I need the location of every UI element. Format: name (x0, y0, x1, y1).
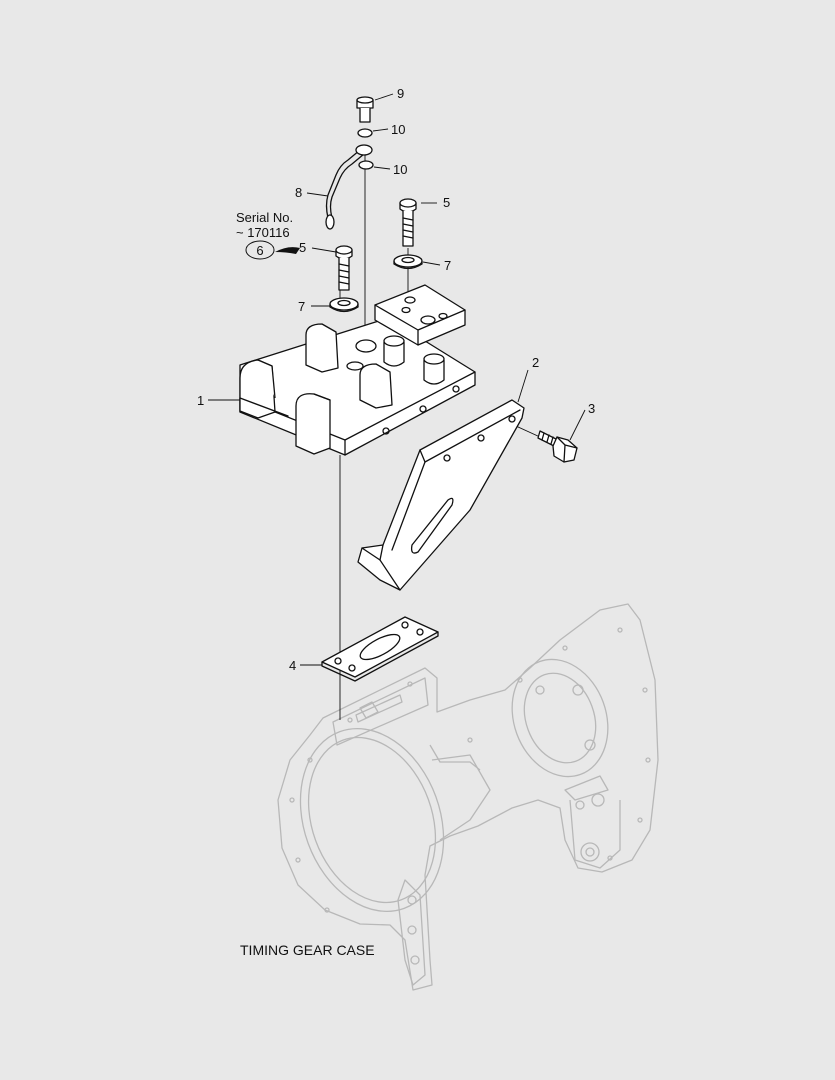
part-4-gasket (321, 616, 439, 682)
diagram-caption: TIMING GEAR CASE (240, 942, 375, 958)
part-5-cap-screw-left (335, 245, 353, 291)
part-5-cap-screw-right (399, 198, 417, 247)
part-7-washer-right (393, 254, 423, 270)
callout-5-left: 5 (299, 240, 306, 255)
part-1-mounting-block (239, 317, 476, 456)
serial-note-line2: ~ 170116 (236, 225, 290, 240)
callout-6-arrow (275, 247, 300, 254)
callout-6: 6 (256, 243, 263, 258)
callout-4: 4 (289, 658, 296, 673)
callout-7-right: 7 (444, 258, 451, 273)
leader-lines (208, 93, 586, 666)
part-6-serial-note (245, 240, 300, 260)
part-9-banjo-bolt (356, 96, 374, 123)
serial-note-line1: Serial No. (236, 210, 293, 225)
callout-5-right: 5 (443, 195, 450, 210)
callout-1: 1 (197, 393, 204, 408)
callout-9: 9 (397, 86, 404, 101)
callout-10-upper: 10 (391, 122, 405, 137)
part-2-support-arm (357, 399, 525, 591)
top-plate (374, 284, 466, 346)
part-10-gasket-lower (358, 160, 374, 170)
callout-3: 3 (588, 401, 595, 416)
callout-6-ellipse (245, 240, 275, 260)
callout-8: 8 (295, 185, 302, 200)
part-7-washer-left (329, 297, 359, 313)
part-8-oil-pipe (325, 144, 373, 230)
part-3-bolt (537, 430, 578, 463)
callout-7-left: 7 (298, 299, 305, 314)
callout-2: 2 (532, 355, 539, 370)
callout-labels: 1 2 3 4 5 5 6 7 7 8 9 10 10 Serial No. ~… (197, 86, 595, 958)
part-10-gasket-upper (357, 128, 373, 138)
callout-10-lower: 10 (393, 162, 407, 177)
timing-gear-case (277, 603, 659, 991)
